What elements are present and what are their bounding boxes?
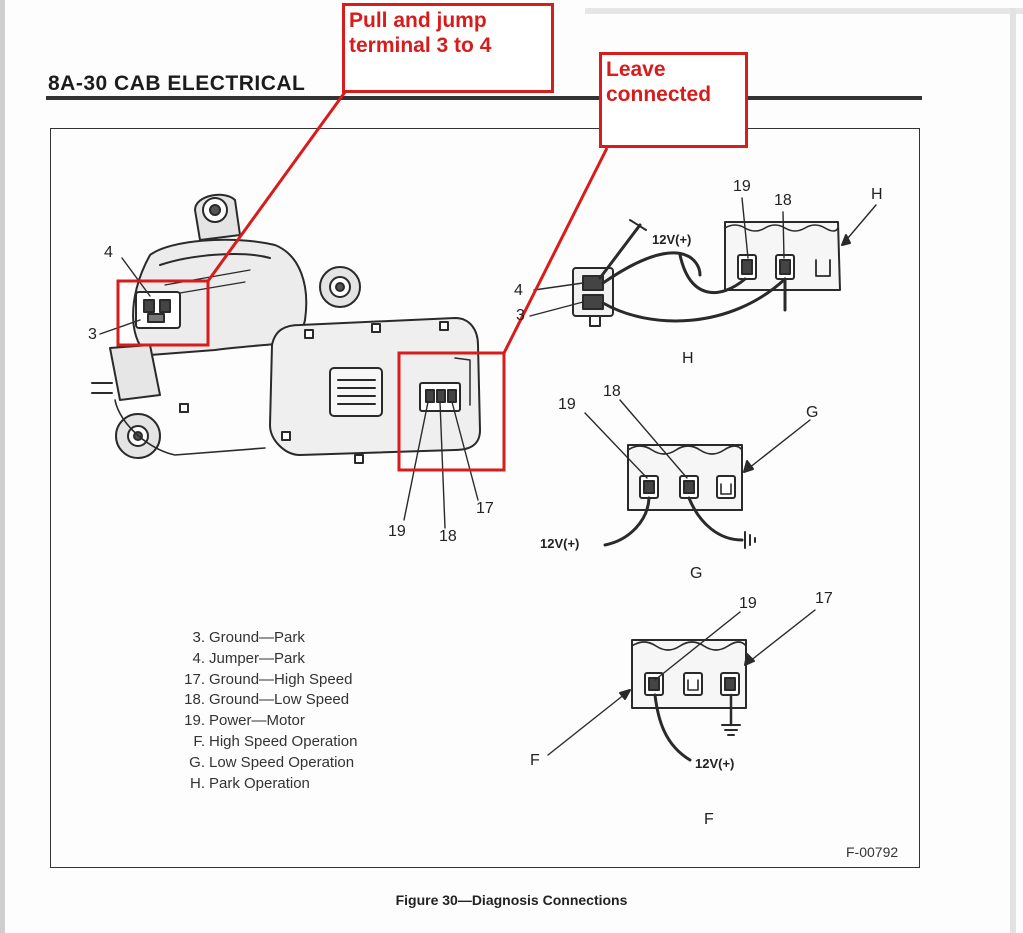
low-speed-operation-diagram [584, 399, 811, 549]
legend-item: 18.Ground—Low Speed [184, 691, 350, 709]
legend-item: 3.Ground—Park [192, 629, 305, 646]
figure-id: F-00792 [846, 844, 899, 860]
g-label-19: 19 [558, 396, 576, 413]
g-letter-label: G [806, 404, 819, 421]
page-edge-top [585, 8, 1023, 14]
f-caption: F [704, 811, 714, 828]
h-voltage-label: 12V(+) [652, 232, 692, 247]
callout-a-leader [206, 91, 347, 282]
h-letter-label: H [871, 186, 883, 203]
g-caption: G [690, 565, 703, 582]
legend-list: 3.Ground—Park 4.Jumper—Park 17.Ground—Hi… [172, 628, 357, 794]
figure-caption: Figure 30—Diagnosis Connections [395, 892, 628, 908]
red-annotations [116, 91, 609, 472]
legend-item: F.High Speed Operation [193, 732, 358, 750]
motor-label-19: 19 [388, 523, 406, 540]
page-edge-left [0, 0, 5, 933]
page-heading: 8A-30 CAB ELECTRICAL [48, 72, 306, 95]
f-label-17: 17 [815, 590, 833, 607]
legend-item: 19.Power—Motor [184, 712, 305, 730]
legend-item: G.Low Speed Operation [189, 753, 355, 771]
motor-label-18: 18 [439, 528, 457, 545]
motor-label-17: 17 [476, 500, 494, 517]
legend-item: 17.Ground—High Speed [184, 670, 353, 688]
motor-connector-highlight [397, 351, 506, 472]
heading-rule [46, 96, 922, 100]
h-label-4: 4 [514, 282, 523, 299]
high-speed-operation-diagram [547, 609, 816, 762]
callout-b-leader [502, 147, 609, 354]
f-label-19: 19 [739, 595, 757, 612]
wiper-motor-drawing [91, 193, 481, 529]
motor-label-3: 3 [88, 326, 97, 343]
pull-jump-callout: Pull and jump terminal 3 to 4 [342, 3, 554, 93]
g-voltage-label: 12V(+) [540, 536, 580, 551]
page-edge-right [1010, 8, 1016, 933]
park-operation-diagram [529, 197, 877, 327]
park-connector-highlight [116, 279, 210, 347]
motor-label-4: 4 [104, 244, 113, 261]
f-voltage-label: 12V(+) [695, 756, 735, 771]
h-caption: H [682, 350, 694, 367]
h-label-19: 19 [733, 178, 751, 195]
legend-item: H.Park Operation [190, 774, 310, 792]
h-label-18: 18 [774, 192, 792, 209]
figure-frame [50, 128, 920, 868]
legend-item: 4.Jumper—Park [192, 649, 305, 667]
g-label-18: 18 [603, 383, 621, 400]
h-label-3: 3 [516, 307, 525, 324]
f-letter-label: F [530, 752, 540, 769]
leave-connected-callout: Leave connected [599, 52, 748, 148]
